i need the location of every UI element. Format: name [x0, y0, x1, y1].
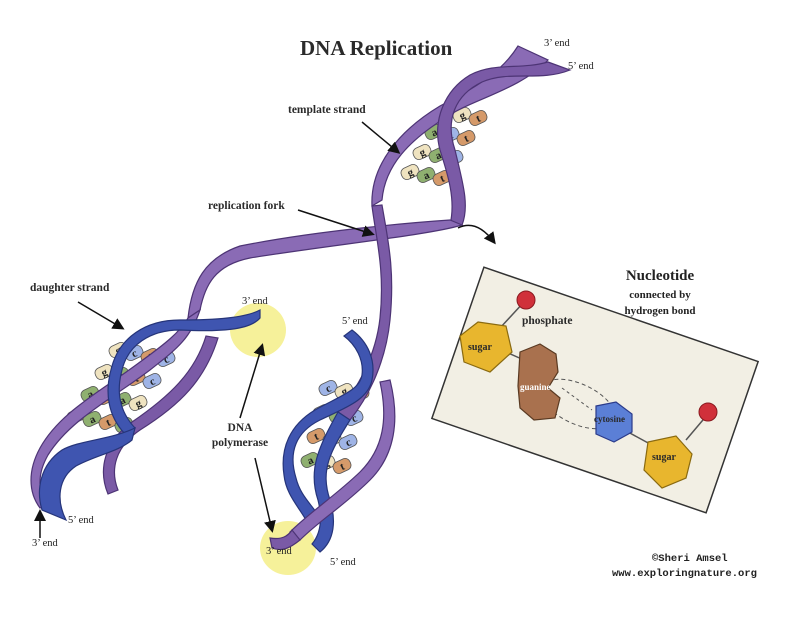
label-cytosine: cytosine	[594, 414, 625, 424]
svg-text:c: c	[130, 347, 140, 360]
arrow-polymerase-bottom	[254, 457, 276, 533]
label-sugar-1: sugar	[468, 342, 492, 353]
svg-text:c: c	[344, 436, 354, 449]
left-daughter-ribbon-2	[38, 426, 136, 522]
base-g-11: g	[128, 395, 148, 411]
svg-text:g: g	[133, 397, 144, 410]
label-template-strand: template strand	[288, 104, 366, 116]
svg-text:t: t	[474, 113, 483, 126]
label-dna-polymerase-1: DNA	[227, 422, 253, 434]
label-mid-5-end: 5’ end	[342, 316, 368, 327]
guanine-shape	[517, 343, 561, 421]
svg-text:a: a	[87, 413, 98, 426]
arrow-template-strand	[361, 121, 401, 154]
base-g-6: g	[412, 144, 432, 160]
base-c-8: c	[338, 434, 358, 450]
svg-text:g: g	[339, 385, 350, 398]
label-daughter-strand: daughter strand	[30, 282, 110, 294]
left-template-ribbon-1	[30, 308, 202, 509]
sugar-pentagon-1	[459, 321, 513, 373]
base-a-13: a	[82, 411, 102, 427]
left-template-ribbon-2	[102, 335, 219, 495]
base-t-5: t	[456, 130, 476, 146]
svg-text:a: a	[117, 394, 128, 407]
phosphate-circle-1	[516, 290, 536, 310]
nucleotide-title: Nucleotide	[625, 268, 695, 284]
base-c-7: c	[142, 373, 162, 389]
svg-text:t: t	[462, 133, 471, 146]
label-bottom-3-end: 3’ end	[266, 546, 292, 557]
nucleotide-subtitle-2: hydrogen bond	[624, 305, 696, 317]
svg-text:t: t	[104, 417, 113, 430]
base-a-9: a	[300, 452, 320, 468]
svg-text:c: c	[148, 375, 158, 388]
label-left-3-end: 3’ end	[32, 538, 58, 549]
label-sugar-2: sugar	[652, 452, 676, 463]
base-t-11: t	[332, 458, 352, 474]
label-phosphate: phosphate	[522, 315, 573, 327]
svg-text:a: a	[429, 126, 440, 139]
label-left-5-end: 5’ end	[68, 515, 94, 526]
label-top-5-end: 5’ end	[568, 61, 594, 72]
arrow-to-nucleotide	[457, 224, 496, 245]
nucleotide-molecule	[459, 290, 718, 489]
label-replication-fork: replication fork	[208, 200, 285, 212]
base-a-10: a	[416, 167, 436, 183]
label-mid-3-end: 3’ end	[242, 296, 268, 307]
svg-text:t: t	[438, 173, 447, 186]
sugar-pentagon-2	[643, 435, 693, 489]
label-bottom-5-end: 5’ end	[330, 557, 356, 568]
arrow-replication-fork	[297, 209, 375, 237]
page-title: DNA Replication	[300, 36, 453, 60]
phosphate-circle-2	[698, 402, 718, 422]
svg-text:t: t	[338, 461, 347, 474]
credit-website: www.exploringnature.org	[612, 568, 757, 580]
credit-author: ©Sheri Amsel	[652, 553, 728, 565]
svg-text:c: c	[350, 412, 360, 425]
svg-text:a: a	[85, 388, 96, 401]
label-top-3-end: 3’ end	[544, 38, 570, 49]
base-c-0: c	[318, 380, 338, 396]
svg-text:g: g	[417, 146, 428, 159]
svg-text:a: a	[421, 169, 432, 182]
svg-text:a: a	[305, 454, 316, 467]
cytosine-hexagon	[595, 401, 633, 443]
label-guanine: guanine	[520, 382, 551, 392]
arrow-polymerase-top	[239, 343, 266, 419]
svg-text:c: c	[162, 353, 172, 366]
base-t-2: t	[468, 110, 488, 126]
svg-text:t: t	[312, 431, 321, 444]
svg-text:g: g	[99, 366, 110, 379]
template-strand-ribbon-3	[187, 219, 464, 320]
label-dna-polymerase-2: polymerase	[211, 437, 269, 449]
svg-text:c: c	[324, 382, 334, 395]
svg-text:a: a	[433, 149, 444, 162]
base-g-9: g	[400, 164, 420, 180]
base-t-6: t	[306, 428, 326, 444]
right-template-ribbon-2	[269, 528, 301, 551]
arrow-daughter-strand	[77, 301, 125, 330]
nucleotide-subtitle-1: connected by	[629, 289, 691, 301]
svg-text:g: g	[405, 166, 416, 179]
svg-text:g: g	[457, 109, 468, 122]
